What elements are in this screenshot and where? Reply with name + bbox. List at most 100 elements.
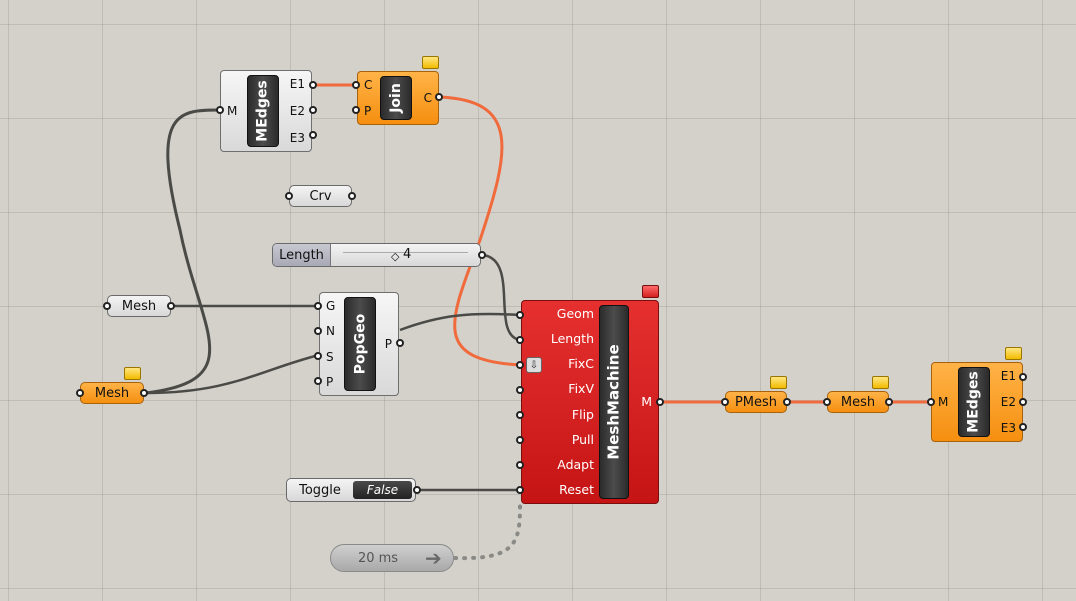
medges-top-input-m[interactable]: M — [227, 104, 238, 118]
medges-right-grip-e3[interactable] — [1019, 423, 1027, 431]
popgeo-component[interactable]: G N S P PopGeo P — [319, 292, 399, 396]
mesh-orange-grip-out[interactable] — [140, 389, 148, 397]
popgeo-grip-p[interactable] — [314, 377, 322, 385]
meshmachine-grip-reset[interactable] — [516, 486, 524, 494]
pmesh-grip-in[interactable] — [721, 398, 729, 406]
mesh-grey-grip-out[interactable] — [167, 302, 175, 310]
mesh-orange-grip-in[interactable] — [76, 389, 84, 397]
medges-right-output-e2[interactable]: E2 — [1000, 395, 1016, 409]
meshmachine-grip-adapt[interactable] — [516, 461, 524, 469]
crv-grip-in[interactable] — [285, 192, 293, 200]
popgeo-grip-n[interactable] — [314, 327, 322, 335]
length-slider-grip-out[interactable] — [478, 251, 486, 259]
medges-top-output-e3[interactable]: E3 — [289, 130, 305, 145]
wire-mesh-orange-to-medges[interactable] — [145, 108, 221, 395]
toggle-label: Toggle — [299, 482, 341, 498]
mesh-orange-warning-balloon[interactable] — [124, 367, 141, 380]
mesh-param-orange[interactable]: Mesh — [80, 382, 144, 404]
meshmachine-input-pull[interactable]: Pull — [571, 431, 594, 447]
join-output-c[interactable]: C — [423, 91, 432, 105]
join-grip-c[interactable] — [352, 81, 360, 89]
length-slider-label-box: Length — [273, 244, 331, 266]
mesh-grey-grip-in[interactable] — [103, 302, 111, 310]
popgeo-grip-output[interactable] — [396, 339, 404, 347]
medges-component-right[interactable]: M MEdges E1 E2 E3 — [931, 362, 1023, 442]
meshmachine-grip-fixv[interactable] — [516, 386, 524, 394]
meshmachine-grip-length[interactable] — [516, 336, 524, 344]
length-slider-label: Length — [279, 247, 324, 263]
meshmachine-component[interactable]: Geom Length FixC FixV Flip Pull Adapt Re… — [521, 300, 659, 504]
medges-right-output-e1[interactable]: E1 — [1000, 369, 1016, 383]
boolean-toggle[interactable]: Toggle False — [286, 478, 416, 502]
popgeo-nickname: PopGeo — [344, 297, 376, 391]
length-slider[interactable]: Length ◇ 4 — [272, 243, 481, 267]
medges-right-grip-e2[interactable] — [1019, 398, 1027, 406]
popgeo-input-g[interactable]: G — [326, 298, 336, 313]
medges-right-output-e3[interactable]: E3 — [1000, 421, 1016, 435]
mesh-right-grip-out[interactable] — [885, 398, 893, 406]
meshmachine-input-flip[interactable]: Flip — [571, 406, 594, 422]
mesh-param-grey[interactable]: Mesh — [107, 295, 171, 317]
crv-grip-out[interactable] — [348, 192, 356, 200]
meshmachine-grip-geom[interactable] — [516, 311, 524, 319]
toggle-grip-out[interactable] — [413, 486, 421, 494]
medges-top-grip-e1[interactable] — [309, 81, 317, 89]
popgeo-input-p[interactable]: P — [326, 375, 334, 390]
medges-top-grip-e3[interactable] — [309, 131, 317, 139]
pmesh-param[interactable]: PMesh — [725, 391, 787, 413]
meshmachine-input-geom[interactable]: Geom — [556, 305, 594, 321]
flatten-arrow-icon[interactable]: ⇩ — [526, 357, 542, 373]
mesh-param-right[interactable]: Mesh — [827, 391, 889, 413]
wire-length-to-meshmachine-length[interactable] — [482, 253, 521, 342]
join-input-p[interactable]: P — [364, 104, 372, 118]
meshmachine-input-reset[interactable]: Reset — [559, 482, 594, 498]
join-warning-balloon[interactable] — [422, 56, 439, 69]
meshmachine-output-m[interactable]: M — [641, 394, 652, 409]
wire-popgeo-to-meshmachine-geom[interactable] — [399, 312, 521, 332]
medges-top-nickname: MEdges — [247, 75, 279, 147]
length-slider-track[interactable]: ◇ 4 — [331, 244, 480, 266]
popgeo-grip-g[interactable] — [314, 302, 322, 310]
join-component[interactable]: C P Join C — [357, 71, 439, 125]
wire-join-to-meshmachine-fixc[interactable] — [438, 95, 521, 367]
crv-param[interactable]: Crv — [289, 185, 352, 207]
join-grip-p[interactable] — [352, 106, 360, 114]
wire-mesh-orange-to-popgeo-s[interactable] — [145, 353, 320, 395]
meshmachine-input-adapt[interactable]: Adapt — [557, 457, 594, 473]
join-input-c[interactable]: C — [364, 78, 373, 92]
popgeo-grip-s[interactable] — [314, 352, 322, 360]
medges-component-top[interactable]: M MEdges E1 E2 E3 — [220, 70, 312, 152]
medges-top-grip-m[interactable] — [216, 106, 224, 114]
mesh-right-warning-balloon[interactable] — [872, 376, 889, 389]
wire-timer-to-meshmachine[interactable] — [453, 498, 522, 561]
timer-component[interactable]: 20 ms ➔ — [330, 544, 454, 572]
meshmachine-input-fixv[interactable]: FixV — [568, 381, 594, 397]
medges-right-input-m[interactable]: M — [938, 395, 949, 409]
popgeo-output-p[interactable]: P — [384, 337, 392, 351]
medges-right-warning-balloon[interactable] — [1005, 347, 1022, 360]
medges-top-output-e1[interactable]: E1 — [289, 77, 305, 92]
meshmachine-grip-output[interactable] — [656, 398, 664, 406]
medges-right-grip-e1[interactable] — [1019, 373, 1027, 381]
meshmachine-input-fixc[interactable]: FixC — [568, 356, 594, 372]
medges-right-nickname: MEdges — [958, 367, 990, 437]
popgeo-input-s[interactable]: S — [326, 349, 334, 364]
pmesh-grip-out[interactable] — [783, 398, 791, 406]
timer-arrow-icon: ➔ — [425, 546, 442, 570]
medges-right-grip-m[interactable] — [927, 398, 935, 406]
medges-top-grip-e2[interactable] — [309, 106, 317, 114]
meshmachine-grip-flip[interactable] — [516, 411, 524, 419]
join-grip-output[interactable] — [435, 93, 443, 101]
popgeo-input-n[interactable]: N — [326, 324, 335, 339]
medges-top-output-e2[interactable]: E2 — [289, 103, 305, 118]
meshmachine-error-balloon[interactable] — [642, 285, 659, 298]
meshmachine-grip-fixc[interactable] — [516, 361, 524, 369]
pmesh-warning-balloon[interactable] — [770, 376, 787, 389]
toggle-value[interactable]: False — [353, 481, 412, 499]
mesh-right-grip-in[interactable] — [823, 398, 831, 406]
meshmachine-grip-pull[interactable] — [516, 436, 524, 444]
meshmachine-input-length[interactable]: Length — [550, 330, 594, 346]
length-slider-handle[interactable]: ◇ — [391, 250, 400, 263]
length-slider-value: 4 — [403, 247, 412, 262]
